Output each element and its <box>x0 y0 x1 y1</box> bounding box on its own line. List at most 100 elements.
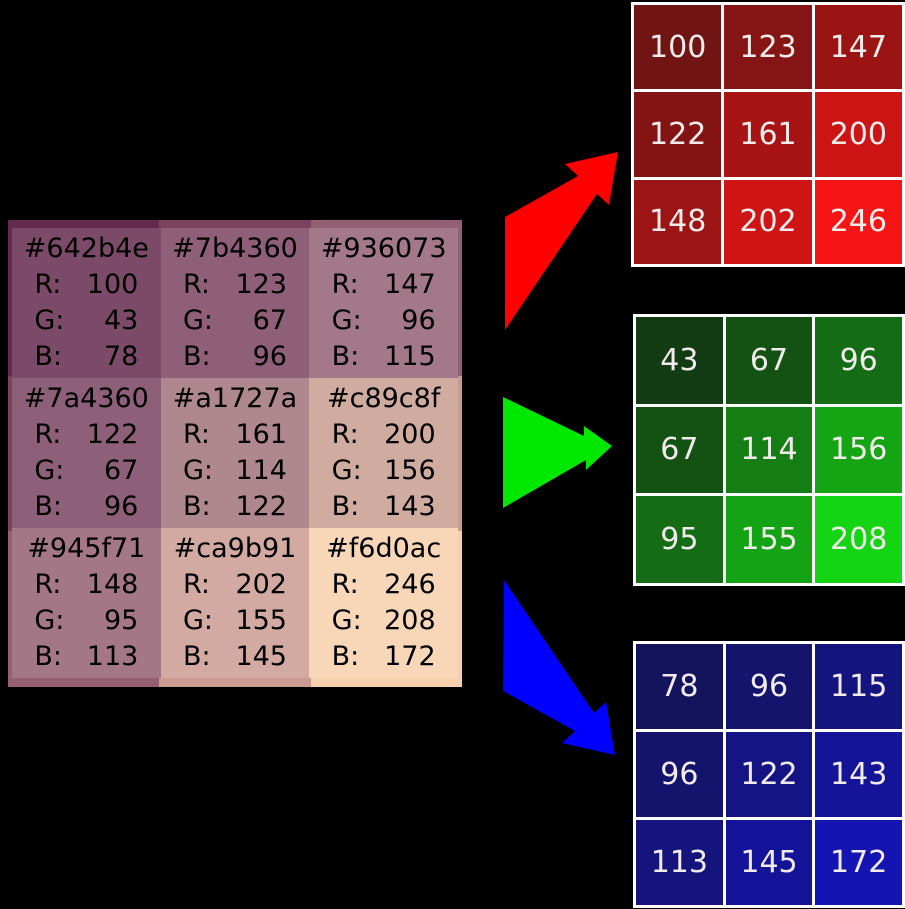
hex-code: #f6d0ac <box>326 533 442 564</box>
b-label: B: <box>331 341 360 372</box>
blue-channel-value: 143 <box>830 757 888 792</box>
blue-channel-value: 145 <box>740 845 798 880</box>
hex-code: #a1727a <box>172 383 298 414</box>
g-value-row: G:67 <box>183 303 287 339</box>
green-channel-value: 43 <box>660 342 699 378</box>
red-channel-value: 202 <box>739 204 797 240</box>
b-label: B: <box>34 641 62 672</box>
r-label: R: <box>34 419 62 450</box>
b-value-row: B:96 <box>183 339 287 375</box>
r-label: R: <box>331 569 359 600</box>
blue-channel-cell: 96 <box>636 732 723 817</box>
b-value-row: B: 115 <box>332 339 436 375</box>
green-channel-value: 155 <box>740 522 798 558</box>
blue-channel-arrow <box>503 580 615 755</box>
b-label: B: <box>331 491 360 522</box>
hex-code: #7a4360 <box>23 383 149 414</box>
red-channel-cell: 246 <box>814 179 902 264</box>
blue-channel-value: 172 <box>830 845 888 880</box>
r-label: R: <box>182 419 211 450</box>
r-label: R: <box>331 269 359 300</box>
blue-channel-value: 115 <box>830 669 888 704</box>
r-value: 123 <box>235 269 287 300</box>
green-channel-arrow <box>503 397 612 508</box>
r-value-row: R:122 <box>34 417 138 453</box>
green-channel-cell: 43 <box>636 317 723 404</box>
red-channel-value: 200 <box>829 116 887 152</box>
b-value: 122 <box>235 491 287 522</box>
g-label: G: <box>182 305 214 336</box>
r-value: 147 <box>384 269 436 300</box>
r-label: R: <box>331 419 359 450</box>
red-channel-cell: 200 <box>814 92 902 177</box>
b-value: 115 <box>384 341 436 372</box>
blue-channel-cell: 115 <box>815 644 902 729</box>
blue-channel-grid: 78 96 115 96 122 143 113 145 172 <box>633 641 905 908</box>
g-value: 95 <box>103 605 139 636</box>
blue-channel-cell: 78 <box>636 644 723 729</box>
green-channel-cell: 67 <box>636 406 723 494</box>
g-value-row: G:96 <box>332 303 436 339</box>
pixel-cell: #ca9b91 R:202 G:155 B:145 <box>160 528 310 678</box>
g-label: G: <box>331 605 362 636</box>
g-value: 96 <box>401 305 436 336</box>
r-value: 202 <box>235 569 287 600</box>
red-channel-cell: 148 <box>634 179 722 264</box>
blue-channel-value: 122 <box>740 757 798 792</box>
red-channel-value: 123 <box>739 29 797 65</box>
green-channel-value: 156 <box>830 432 888 468</box>
green-channel-cell: 155 <box>725 496 813 583</box>
r-value-row: R:148 <box>34 567 138 603</box>
pixel-cell: #7a4360 R:122 G:67 B:96 <box>12 378 161 528</box>
r-value-row: R:161 <box>183 417 287 453</box>
r-value-row: R:100 <box>34 267 138 303</box>
r-label: R: <box>34 269 62 300</box>
g-value-row: G:156 <box>332 453 436 489</box>
source-pixel-grid: #642b4e R:100 G:43 B:78 #7b4360 R:123 G:… <box>12 228 458 678</box>
r-value: 200 <box>384 419 436 450</box>
b-value-row: B:145 <box>183 639 287 675</box>
red-channel-cell: 161 <box>724 92 812 177</box>
green-channel-cell: 96 <box>815 317 902 404</box>
g-value-row: G:155 <box>183 603 287 639</box>
green-channel-value: 95 <box>660 522 699 558</box>
red-channel-grid: 100 123 147 122 161 200 148 202 246 <box>631 2 905 267</box>
b-label: B: <box>34 491 62 522</box>
g-value: 67 <box>103 455 139 486</box>
green-channel-value: 67 <box>660 432 699 468</box>
red-channel-cell: 202 <box>724 179 812 264</box>
r-label: R: <box>182 569 211 600</box>
b-label: B: <box>34 341 62 372</box>
green-channel-cell: 67 <box>725 317 813 404</box>
green-channel-value: 208 <box>830 522 888 558</box>
pixel-cell: #c89c8f R:200 G:156 B:143 <box>309 378 458 528</box>
pixel-cell: #f6d0ac R: 246 G:208 B:172 <box>309 528 458 678</box>
r-value: 246 <box>384 569 436 600</box>
g-value-row: G:67 <box>34 453 138 489</box>
g-label: G: <box>331 455 362 486</box>
pixel-cell: #945f71 R:148 G:95 B:113 <box>12 528 161 678</box>
r-value-row: R: 202 <box>183 567 287 603</box>
g-value-row: G:114 <box>183 453 287 489</box>
b-label: B: <box>182 491 211 522</box>
hex-code: #642b4e <box>23 233 149 264</box>
pixel-cell: #7b4360 R:123 G:67 B:96 <box>160 228 310 378</box>
green-channel-cell: 156 <box>815 406 902 494</box>
b-value-row: B:113 <box>34 639 138 675</box>
g-value-row: G:95 <box>34 603 138 639</box>
green-channel-value: 67 <box>749 342 789 378</box>
r-label: R: <box>182 269 211 300</box>
blue-channel-value: 96 <box>749 669 789 704</box>
blue-channel-cell: 172 <box>815 820 902 905</box>
b-value-row: B:172 <box>332 639 436 675</box>
green-channel-cell: 95 <box>636 496 723 583</box>
g-value-row: G:208 <box>332 603 436 639</box>
r-value-row: R: 200 <box>332 417 436 453</box>
g-value-row: G:43 <box>34 303 138 339</box>
hex-code: #945f71 <box>27 533 146 564</box>
b-label: B: <box>331 641 360 672</box>
b-value: 145 <box>235 641 287 672</box>
g-value: 43 <box>103 305 139 336</box>
blue-channel-value: 96 <box>660 757 699 792</box>
red-channel-value: 246 <box>829 204 887 240</box>
